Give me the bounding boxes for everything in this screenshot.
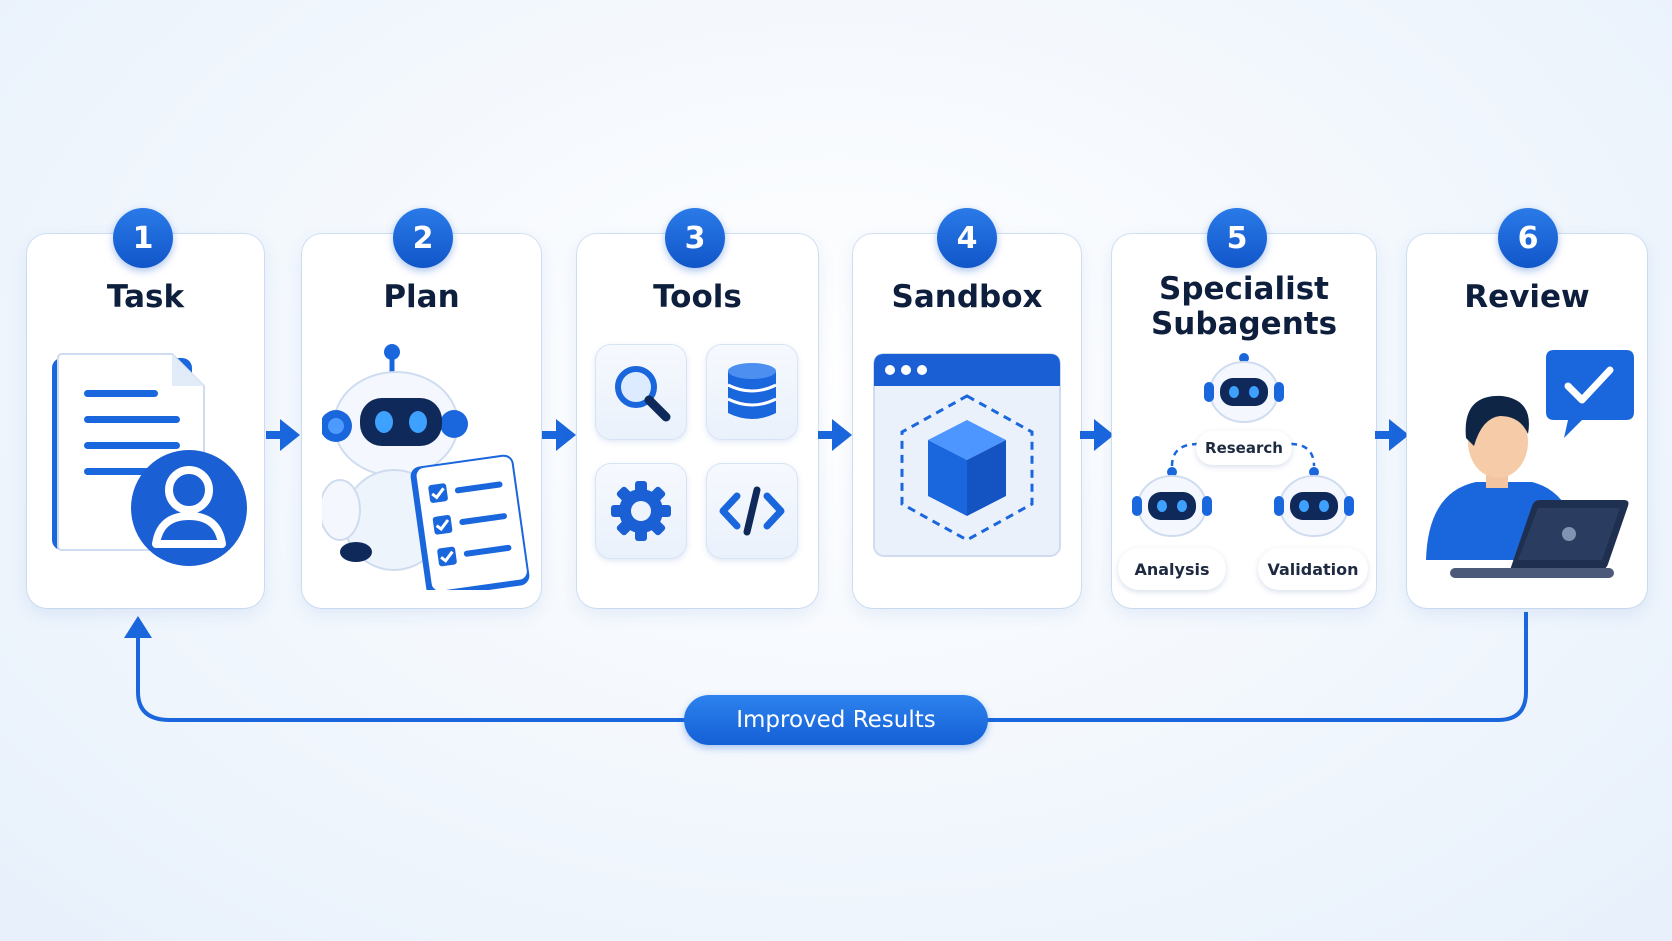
step-number-badge: 3 bbox=[665, 208, 725, 268]
step-title: Task bbox=[106, 279, 185, 315]
database-tool-tile bbox=[706, 344, 798, 440]
database-icon bbox=[727, 363, 777, 419]
flow-arrow bbox=[1080, 419, 1114, 451]
step-title: Review bbox=[1464, 279, 1590, 315]
flow-arrow bbox=[818, 419, 852, 451]
subagent-label-analysis: Analysis bbox=[1118, 548, 1226, 590]
step-title: Plan bbox=[383, 279, 460, 315]
subagent-label-research: Research bbox=[1196, 431, 1292, 465]
settings-tool-tile bbox=[595, 463, 687, 559]
step-title: Tools bbox=[653, 279, 742, 315]
step-number-badge: 6 bbox=[1498, 208, 1558, 268]
improved-results-pill: Improved Results bbox=[684, 695, 988, 745]
step-title-line1: Specialist bbox=[1159, 271, 1329, 307]
document-user-icon bbox=[52, 353, 247, 566]
step-title-line2: Subagents bbox=[1150, 306, 1338, 342]
subagent-connector-lines bbox=[1170, 442, 1316, 467]
code-icon bbox=[719, 486, 785, 536]
search-tool-tile bbox=[595, 344, 687, 440]
robot-checklist-icon bbox=[322, 344, 530, 590]
analysis-robot-icon bbox=[1132, 467, 1212, 537]
validation-robot-icon bbox=[1274, 467, 1354, 537]
reviewer-laptop-icon bbox=[1426, 350, 1634, 578]
step-number-badge: 1 bbox=[113, 208, 173, 268]
flow-arrow bbox=[1375, 419, 1409, 451]
step-number-badge: 2 bbox=[393, 208, 453, 268]
subagent-label-validation: Validation bbox=[1258, 548, 1368, 590]
flow-arrow bbox=[266, 419, 300, 451]
step-number-badge: 4 bbox=[937, 208, 997, 268]
search-icon bbox=[615, 366, 671, 422]
code-tool-tile bbox=[706, 463, 798, 559]
step-title: Sandbox bbox=[891, 279, 1043, 315]
flow-arrow bbox=[542, 419, 576, 451]
gear-icon bbox=[611, 481, 671, 541]
research-robot-icon bbox=[1204, 353, 1284, 423]
step-number-badge: 5 bbox=[1207, 208, 1267, 268]
sandbox-window-icon bbox=[873, 353, 1061, 557]
